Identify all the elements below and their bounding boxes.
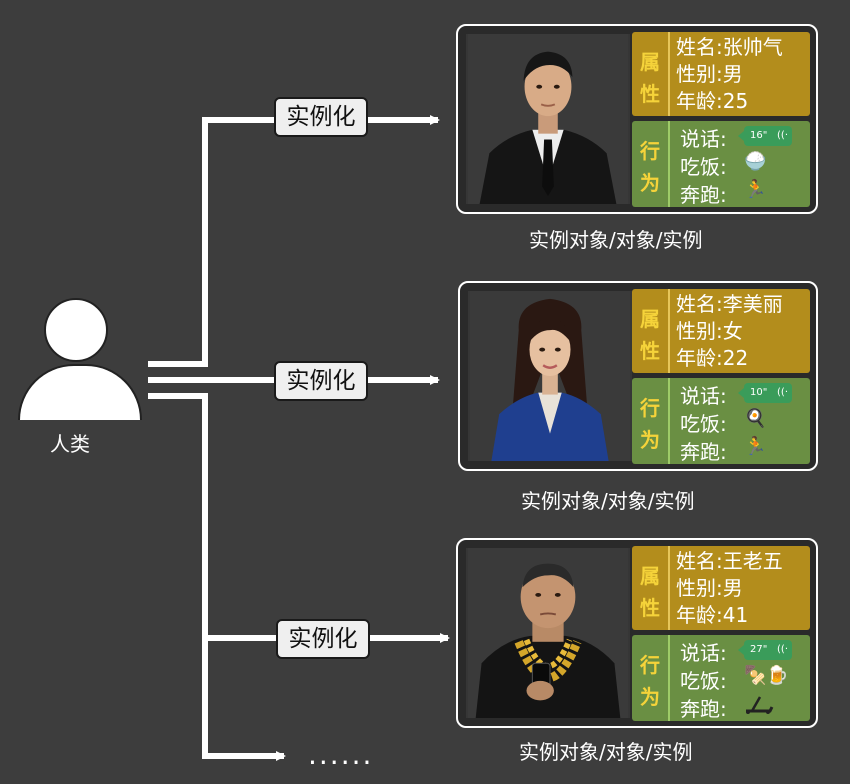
attributes-tag-char: 属 xyxy=(640,50,660,74)
attribute-name: 姓名:张帅气 xyxy=(676,35,783,59)
behaviors-box-2: 行 为 说话: 10"((· 吃饭: 🍳 奔跑: 🏃 xyxy=(632,378,810,464)
instantiate-label-3: 实例化 xyxy=(276,619,370,659)
voice-duration: 10" xyxy=(750,387,768,398)
attributes-tag-char: 性 xyxy=(640,339,660,363)
instantiate-label-2: 实例化 xyxy=(274,361,368,401)
attribute-name: 姓名:王老五 xyxy=(676,549,783,573)
attributes-tag-3: 属 性 xyxy=(632,546,670,630)
behavior-eat: 吃饭: xyxy=(680,155,727,179)
behavior-speak: 说话: xyxy=(680,641,727,665)
voice-duration: 16" xyxy=(750,130,768,141)
attribute-gender: 性别:男 xyxy=(676,62,743,86)
instance-card-2: 属 性 姓名:李美丽 性别:女 年龄:22 行 为 说话: 10"((· 吃饭:… xyxy=(458,281,818,471)
skewers-beer-icon: 🍢🍺 xyxy=(744,665,789,686)
behaviors-tag-char: 为 xyxy=(640,428,660,452)
instance-caption-1: 实例对象/对象/实例 xyxy=(529,228,703,252)
instance-caption-2: 实例对象/对象/实例 xyxy=(521,489,695,513)
rice-bowl-icon: 🍚 xyxy=(744,151,767,172)
behaviors-box-3: 行 为 说话: 27"((· 吃饭: 🍢🍺 奔跑: xyxy=(632,635,810,721)
behaviors-tag-char: 为 xyxy=(640,171,660,195)
more-ellipsis: ...... xyxy=(308,738,374,771)
attributes-tag-char: 性 xyxy=(640,596,660,620)
runner-icon: 🏃 xyxy=(744,179,767,200)
behavior-eat: 吃饭: xyxy=(680,412,727,436)
attribute-age: 年龄:25 xyxy=(676,89,749,113)
instance-photo-3 xyxy=(466,548,630,718)
connector-line-1 xyxy=(148,115,440,367)
man-suit-portrait-icon xyxy=(467,34,629,204)
attributes-tag-2: 属 性 xyxy=(632,289,670,373)
attributes-box-2: 属 性 姓名:李美丽 性别:女 年龄:22 xyxy=(632,289,810,373)
behaviors-tag-2: 行 为 xyxy=(632,378,670,464)
attribute-age: 年龄:22 xyxy=(676,346,749,370)
voice-duration: 27" xyxy=(750,644,768,655)
pan-food-icon: 🍳 xyxy=(744,408,767,429)
behavior-speak: 说话: xyxy=(680,384,727,408)
attributes-tag-char: 属 xyxy=(640,564,660,588)
behaviors-tag-1: 行 为 xyxy=(632,121,670,207)
instance-caption-3: 实例对象/对象/实例 xyxy=(519,740,693,764)
runner-icon: 🏃 xyxy=(744,436,767,457)
person-head-icon xyxy=(44,298,108,362)
behaviors-tag-char: 行 xyxy=(640,396,660,420)
attribute-name: 姓名:李美丽 xyxy=(676,292,783,316)
attribute-gender: 性别:女 xyxy=(676,319,743,343)
attributes-tag-1: 属 性 xyxy=(632,32,670,116)
instance-photo-1 xyxy=(466,34,630,204)
behaviors-box-1: 行 为 说话: 16"((· 吃饭: 🍚 奔跑: 🏃 xyxy=(632,121,810,207)
instance-photo-2 xyxy=(468,291,632,461)
behavior-run: 奔跑: xyxy=(680,697,727,721)
behaviors-tag-char: 为 xyxy=(640,685,660,709)
voice-message-icon: 27"((· xyxy=(738,640,792,660)
behaviors-tag-char: 行 xyxy=(640,139,660,163)
attributes-tag-char: 性 xyxy=(640,82,660,106)
attributes-tag-char: 属 xyxy=(640,307,660,331)
attributes-box-1: 属 性 姓名:张帅气 性别:男 年龄:25 xyxy=(632,32,810,116)
instance-card-1: 属 性 姓名:张帅气 性别:男 年龄:25 行 为 说话: 16"((· 吃饭:… xyxy=(456,24,818,214)
woman-blazer-portrait-icon xyxy=(469,291,631,461)
attribute-age: 年龄:41 xyxy=(676,603,749,627)
attributes-box-3: 属 性 姓名:王老五 性别:男 年龄:41 xyxy=(632,546,810,630)
voice-message-icon: 10"((· xyxy=(738,383,792,403)
man-gold-chain-portrait-icon xyxy=(467,548,629,718)
behavior-eat: 吃饭: xyxy=(680,669,727,693)
voice-message-icon: 16"((· xyxy=(738,126,792,146)
behavior-speak: 说话: xyxy=(680,127,727,151)
behavior-run: 奔跑: xyxy=(680,440,727,464)
treadmill-icon xyxy=(744,693,774,721)
behaviors-tag-3: 行 为 xyxy=(632,635,670,721)
instantiate-label-1: 实例化 xyxy=(274,97,368,137)
class-label: 人类 xyxy=(50,432,90,456)
connector-line-3 xyxy=(148,393,450,643)
connector-line-4 xyxy=(202,638,286,761)
attribute-gender: 性别:男 xyxy=(676,576,743,600)
behaviors-tag-char: 行 xyxy=(640,653,660,677)
instance-card-3: 属 性 姓名:王老五 性别:男 年龄:41 行 为 说话: 27"((· 吃饭:… xyxy=(456,538,818,728)
behavior-run: 奔跑: xyxy=(680,183,727,207)
